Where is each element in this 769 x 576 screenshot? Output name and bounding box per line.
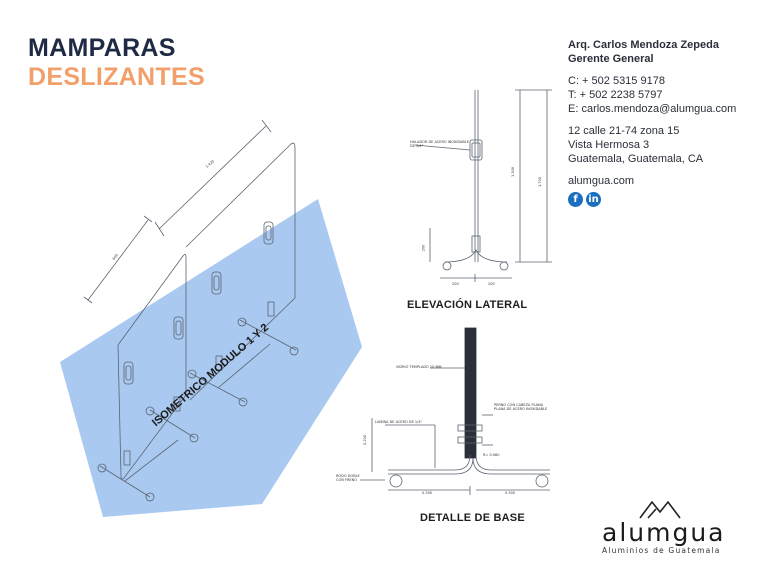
contact-address-line1: 12 calle 21-74 zona 15 — [568, 125, 680, 137]
contact-name: Arq. Carlos Mendoza Zepeda — [568, 39, 719, 51]
brand-logo-text: alumgua — [602, 518, 726, 547]
page-title-line2: DESLIZANTES — [28, 63, 205, 91]
elevation-dim-e: 200 — [488, 282, 495, 286]
isometric-highlight — [60, 199, 362, 517]
base-detail-title: DETALLE DE BASE — [420, 512, 525, 524]
contact-block: Arq. Carlos Mendoza Zepeda Gerente Gener… — [568, 38, 736, 207]
linkedin-icon[interactable]: in — [586, 192, 601, 207]
contact-address-line3: Guatemala, Guatemala, CA — [568, 153, 704, 165]
social-links: f in — [568, 192, 736, 207]
base-note-glass: VIDRIO TEMPLADO 10 MM — [396, 365, 442, 369]
brand-tagline: Aluminios de Guatemala — [602, 546, 721, 555]
elevation-note: HALADOR DE ACERO INOXIDABLE DE 3/4" — [410, 140, 469, 148]
page-title-line1: MAMPARAS — [28, 34, 176, 62]
elevation-dim-d: 200 — [452, 282, 459, 286]
base-note-wheel: RODO DOBLE CON FRENO — [336, 474, 360, 482]
contact-cell: C: + 502 5315 9178 — [568, 75, 665, 87]
base-dim-height: 0.200 — [363, 434, 368, 446]
contact-email[interactable]: E: carlos.mendoza@alumgua.com — [568, 103, 737, 115]
contact-role: Gerente General — [568, 53, 654, 65]
elevation-view — [414, 89, 552, 282]
alumgua-logo-mark — [639, 500, 681, 519]
elevation-title: ELEVACIÓN LATERAL — [407, 299, 528, 311]
base-note-plate: LAMINA DE ACERO DE 1/4" — [375, 420, 423, 424]
isometric-view — [83, 119, 299, 502]
base-dim-left: 0.300 — [422, 491, 433, 495]
elevation-dim-b: 1.700 — [538, 176, 543, 188]
contact-address-line2: Vista Hermosa 3 — [568, 139, 650, 151]
elevation-dim-c: 200 — [421, 244, 426, 252]
contact-tel: T: + 502 2238 5797 — [568, 89, 663, 101]
base-detail-view — [360, 327, 550, 495]
base-dim-right: 0.300 — [505, 491, 516, 495]
base-dim-radius: R= 0.060 — [483, 453, 500, 457]
contact-website[interactable]: alumgua.com — [568, 175, 635, 187]
elevation-dim-a: 1.300 — [511, 166, 516, 178]
facebook-icon[interactable]: f — [568, 192, 583, 207]
base-note-bolt: PERNO CON CABEZA PLANA PLANA DE ACERO IN… — [494, 403, 548, 411]
